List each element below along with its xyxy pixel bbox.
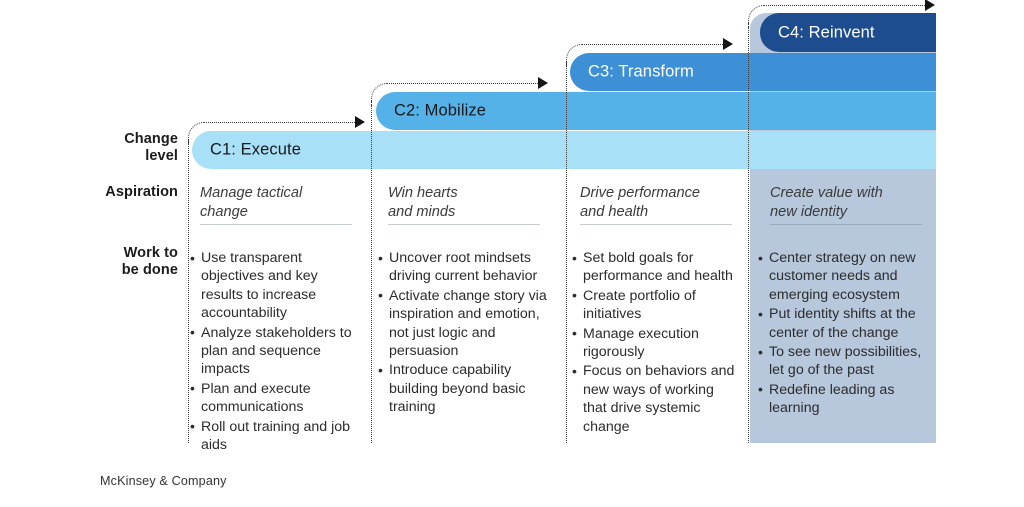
list-item: Manage execution rigorously: [572, 324, 740, 362]
bar-c4: C4: Reinvent: [760, 13, 936, 52]
column-c4-corner: [748, 5, 929, 28]
list-item: Center strategy on new customer needs an…: [758, 248, 936, 304]
bar-c3: C3: Transform: [570, 53, 936, 91]
aspiration-c2-line1: Win hearts: [388, 185, 458, 201]
aspiration-c2-line2: and minds: [388, 204, 456, 220]
work-c1-list: Use transparent objectives and key resul…: [190, 249, 360, 454]
row-label-work: Work to be done: [60, 245, 178, 279]
aspiration-c3-line1: Drive performance: [580, 185, 701, 201]
bar-c2-label: C2: Mobilize: [394, 101, 486, 120]
aspiration-c1-line1: Manage tactical: [200, 185, 303, 201]
bar-c1: C1: Execute: [192, 131, 936, 169]
aspiration-c4-line1: Create value with: [770, 185, 883, 201]
list-item: Introduce capability building beyond bas…: [378, 361, 556, 416]
aspiration-c3-rule: [580, 224, 732, 225]
aspiration-c4-line2: new identity: [770, 204, 848, 220]
column-c4-rule: [748, 23, 749, 443]
column-c3-rule: [566, 62, 567, 443]
bar-c2: C2: Mobilize: [376, 92, 936, 130]
list-item: Redefine leading as learning: [758, 380, 936, 418]
aspiration-c3-line2: and health: [580, 204, 649, 220]
aspiration-c1: Manage tactical change: [200, 184, 360, 225]
work-c2: Uncover root mindsets driving current be…: [378, 249, 556, 418]
list-item: Create portfolio of initiatives: [572, 286, 740, 324]
aspiration-c4-rule: [770, 224, 922, 225]
aspiration-c4: Create value with new identity: [770, 184, 936, 225]
bar-c3-label: C3: Transform: [588, 62, 694, 81]
work-c4: Center strategy on new customer needs an…: [758, 248, 936, 419]
column-c2-rule: [371, 101, 372, 443]
list-item: Put identity shifts at the center of the…: [758, 305, 936, 342]
list-item: Set bold goals for performance and healt…: [572, 249, 740, 286]
column-c1-arrow-icon: [355, 116, 365, 128]
row-label-change-level-line1: Change: [124, 131, 178, 147]
row-label-aspiration-line1: Aspiration: [105, 184, 178, 200]
work-c1: Use transparent objectives and key resul…: [190, 249, 360, 455]
list-item: Plan and execute communications: [190, 379, 360, 417]
list-item: Uncover root mindsets driving current be…: [378, 249, 556, 286]
column-c2-arrow-icon: [538, 77, 548, 89]
aspiration-c1-line2: change: [200, 204, 248, 220]
row-label-work-line1: Work to: [123, 245, 178, 261]
list-item: Analyze stakeholders to plan and sequenc…: [190, 323, 360, 379]
brand-footer: McKinsey & Company: [100, 474, 227, 488]
work-c3-list: Set bold goals for performance and healt…: [572, 249, 740, 436]
row-label-change-level: Change level: [60, 131, 178, 165]
list-item: Activate change story via inspiration an…: [378, 286, 556, 361]
work-c4-list: Center strategy on new customer needs an…: [758, 248, 936, 418]
list-item: Use transparent objectives and key resul…: [190, 249, 360, 323]
list-item: To see new possibilities, let go of the …: [758, 343, 936, 380]
bar-c1-label: C1: Execute: [210, 140, 301, 159]
list-item: Roll out training and job aids: [190, 417, 360, 455]
work-c3: Set bold goals for performance and healt…: [572, 249, 740, 437]
bar-c4-label: C4: Reinvent: [778, 23, 875, 41]
work-c2-list: Uncover root mindsets driving current be…: [378, 249, 556, 417]
aspiration-c2-rule: [388, 224, 540, 225]
aspiration-c3: Drive performance and health: [580, 184, 740, 225]
aspiration-c1-rule: [200, 224, 352, 225]
column-c4-arrow-icon: [925, 0, 935, 11]
column-c3-arrow-icon: [723, 38, 733, 50]
column-c1-corner: [188, 122, 359, 145]
row-label-aspiration: Aspiration: [60, 184, 178, 201]
row-label-change-level-line2: level: [145, 148, 178, 164]
column-c1-rule: [188, 140, 189, 443]
column-c2-corner: [371, 83, 542, 106]
row-label-work-line2: be done: [121, 262, 178, 278]
column-c3-corner: [566, 44, 727, 67]
aspiration-c2: Win hearts and minds: [388, 184, 548, 225]
list-item: Focus on behaviors and new ways of worki…: [572, 362, 740, 436]
